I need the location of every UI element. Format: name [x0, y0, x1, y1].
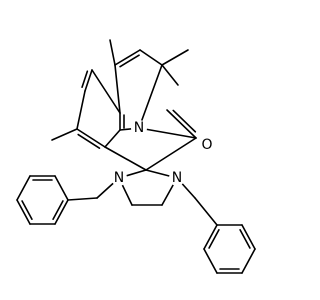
atom-n-ring: N	[131, 120, 147, 136]
bond-c8-c7-second-line	[81, 70, 89, 89]
bond-c4-c3	[139, 49, 163, 66]
bond-rb3-rb4	[241, 248, 256, 274]
atom-n-imid-right: N	[169, 170, 185, 186]
bond-me1-c5	[109, 39, 116, 66]
atom-label-n-imid-right: N	[172, 170, 182, 186]
bond-rb5-rb6	[203, 248, 218, 274]
atom-label-n-ring: N	[134, 120, 144, 136]
bond-c9-cspiro	[104, 146, 147, 171]
bond-c3-nr	[138, 64, 163, 129]
bond-c5-c8a	[114, 64, 121, 114]
bond-nr-co	[138, 127, 197, 139]
bond-co-cspiro	[145, 137, 197, 171]
bond-ch2r-rb1	[194, 197, 218, 226]
bond-co-c2	[166, 109, 197, 139]
bond-layer	[16, 39, 256, 274]
bond-c8a-c8	[91, 69, 121, 114]
atom-label-layer: N O N N	[111, 120, 215, 186]
bond-lb6-lb1	[54, 175, 69, 201]
atom-n-imid-left: N	[111, 170, 127, 186]
atom-o-carbonyl: O	[199, 137, 215, 153]
bond-c10-c9	[76, 128, 106, 148]
bond-c10-me10	[51, 128, 78, 141]
bond-c8-c7	[84, 69, 93, 92]
chemical-structure: N O N N	[16, 39, 256, 274]
bond-lb1-lb2-second-line	[52, 200, 64, 221]
bond-c3-me3b	[161, 64, 179, 86]
bond-rb2-rb3-second-line	[239, 228, 251, 249]
bond-c3-me3a	[161, 49, 189, 66]
atom-label-o-carbonyl: O	[201, 137, 212, 153]
bond-ch2l-lb1	[67, 197, 98, 201]
bond-c7-c10	[76, 90, 86, 130]
bond-rb6-rb1-second-line	[208, 228, 220, 249]
bond-co-c2-second-line	[172, 109, 197, 133]
bond-lb3-lb4	[16, 199, 31, 225]
bond-lb3-lb4-second-line	[21, 200, 33, 221]
bond-lb4-lb5	[16, 175, 31, 201]
bond-rb6-rb1	[203, 224, 218, 250]
atom-label-n-imid-left: N	[114, 170, 124, 186]
bond-c9-cb1	[104, 129, 121, 148]
bond-c10-c9-second-line	[77, 133, 101, 150]
bond-lb1-lb2	[54, 199, 69, 225]
bond-c5-c4-second-line	[119, 54, 140, 68]
bond-rb2-rb3	[241, 224, 256, 250]
bond-c5-c4	[114, 49, 141, 66]
